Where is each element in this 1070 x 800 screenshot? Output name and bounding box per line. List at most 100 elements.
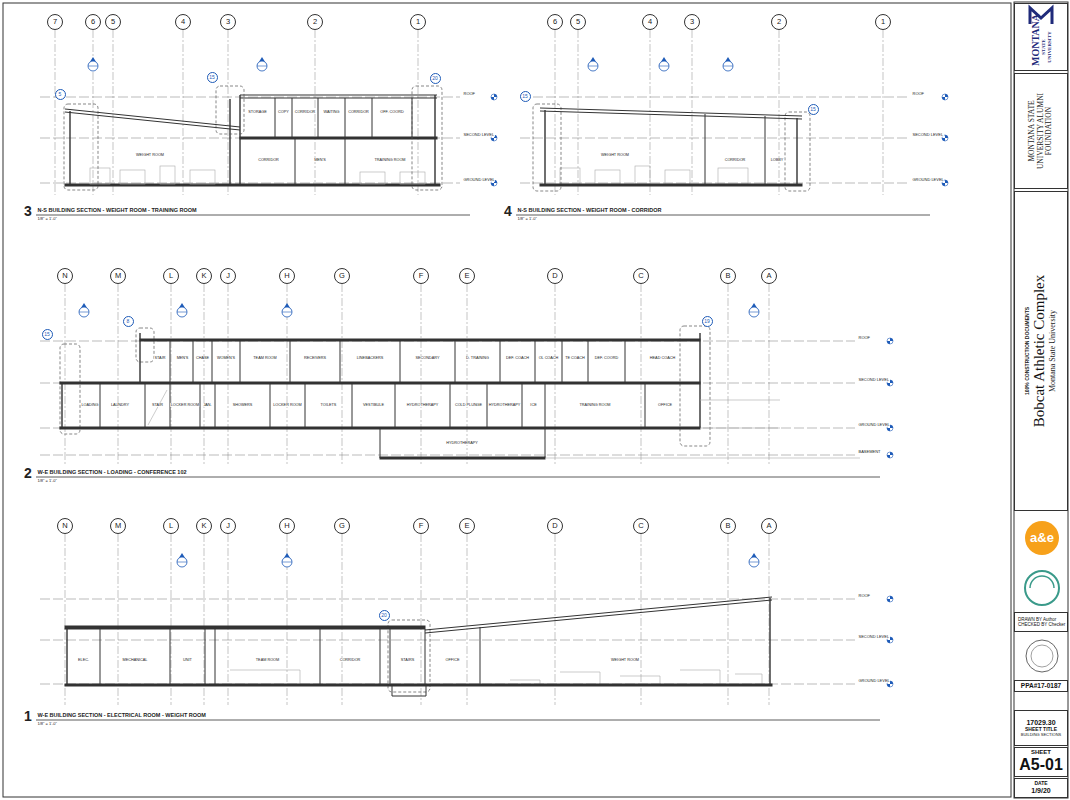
room-name: SECONDARY [415,356,440,360]
level-label: ROOF [858,336,871,340]
grid-label: D [552,272,557,280]
grid-label: B [725,522,730,530]
title-text: DATE [1034,781,1047,787]
title-cell: PPA#17-0187 [1014,680,1068,692]
room-name: OL COACH [538,356,559,360]
scale-note: 1/8" = 1'-0" [37,217,58,221]
room-name: MEN'S [176,356,189,360]
grid-label: H [284,522,289,530]
title-cell: DATE1/9/20 [1014,778,1068,798]
room-name: STAIRS [400,658,414,662]
section-1-outline [65,597,772,696]
grid-bubble: C [633,518,649,534]
room-name: TRAINING ROOM [374,158,406,162]
level-label: ROOF [858,594,871,598]
grid-label: E [464,522,469,530]
grid-label: B [725,272,730,280]
grid-label: L [169,272,173,280]
room-name: WEIGHT ROOM [601,153,630,157]
grid-bubble: H [279,268,295,284]
grid-bubble: E [459,518,475,534]
grid-bubble: K [196,518,212,534]
grid-label: 3 [690,18,694,26]
detail-callout: 20 [430,73,441,84]
room-name: STORAGE [248,110,268,114]
detail-boxes [60,86,810,692]
title-text: Bobcat Athletic Complex [1031,275,1048,427]
detail-callout: 15 [808,104,819,115]
grid-bubble: K [196,268,212,284]
grid-label: 5 [576,18,580,26]
grid-label: K [201,522,206,530]
room-name: TOILETS [320,403,337,407]
title-text: PPA#17-0187 [1021,682,1061,689]
grid-bubble: 2 [771,14,787,30]
grid-bubble: J [220,268,236,284]
detail-callout: 15 [42,329,53,340]
title-strip [1014,2,1068,798]
title-text: Montana State University [1048,310,1057,392]
sheet-border [3,3,1011,797]
room-name: CHASE [195,356,209,360]
room-name: MEN'S [314,158,327,162]
room-name: CORRIDOR [339,658,361,662]
room-name: HYDROTHERAPY [406,403,439,407]
section-title: N-S BUILDING SECTION - WEIGHT ROOM - COR… [517,207,662,213]
room-name: CORRIDOR [348,110,370,114]
grid-label: F [419,272,424,280]
grid-label: A [766,522,771,530]
rotated-text-block: MONTANA STATE UNIVERSITY ALUMNI FOUNDATI… [1015,74,1067,188]
title-text: 100% CONSTRUCTION DOCUMENTS [1025,307,1031,395]
room-name: VESTIBULE [363,403,385,407]
grid-bubble: 6 [85,14,101,30]
section-2-outline [60,333,700,459]
grid-label: 6 [91,18,95,26]
grid-bubble: D [547,518,563,534]
grid-bubble: B [720,518,736,534]
level-markers [491,94,948,687]
grid-label: 5 [111,18,115,26]
professional-seal [1026,640,1058,672]
grid-bubble: F [413,268,429,284]
grid-label: H [284,272,289,280]
room-name: TEAM ROOM [253,356,277,360]
title-panel: MONTANASTATE UNIVERSITY [1014,3,1068,71]
grid-bubble: B [720,268,736,284]
room-name: WEIGHT ROOM [136,153,165,157]
grid-label: G [339,272,345,280]
detail-callout: 5 [55,89,66,100]
level-label: SECOND LEVEL [858,635,890,639]
background-lines [148,390,860,684]
level-label: SECOND LEVEL [463,133,495,137]
room-name: STAIR [152,403,164,407]
title-cell: SHEETA5-01 [1014,747,1068,777]
room-name: HYDROTHERAPY [488,403,521,407]
rotated-text-block: 100% CONSTRUCTION DOCUMENTSBobcat Athlet… [1015,192,1067,510]
grid-label: 1 [881,18,885,26]
grid-label: 6 [553,18,557,26]
callout-number: 20 [381,613,387,618]
grid-label: G [339,522,345,530]
section-number: 4 [504,204,513,219]
level-label: ROOF [912,92,925,96]
room-name: OFF. COORD [380,110,404,114]
room-name: CORRIDOR [294,110,316,114]
room-name: TEAM ROOM [255,658,279,662]
section-3-outline [65,95,440,186]
grid-label: L [169,522,173,530]
grid-bubble: L [163,268,179,284]
detail-callout: 15 [520,91,531,102]
room-name: CORRIDOR [724,158,746,162]
university-logo [1030,8,1052,24]
room-name: WAITING [323,110,340,114]
grid-label: J [226,272,230,280]
room-name: MECHANICAL [122,658,148,662]
level-label: SECOND LEVEL [912,133,944,137]
grid-bubble: 5 [105,14,121,30]
title-text: SHEET [1031,749,1051,756]
level-label: GROUND LEVEL [858,423,890,427]
level-lines [40,97,908,684]
title-text: 1/9/20 [1031,787,1050,795]
level-label: GROUND LEVEL [858,679,890,683]
